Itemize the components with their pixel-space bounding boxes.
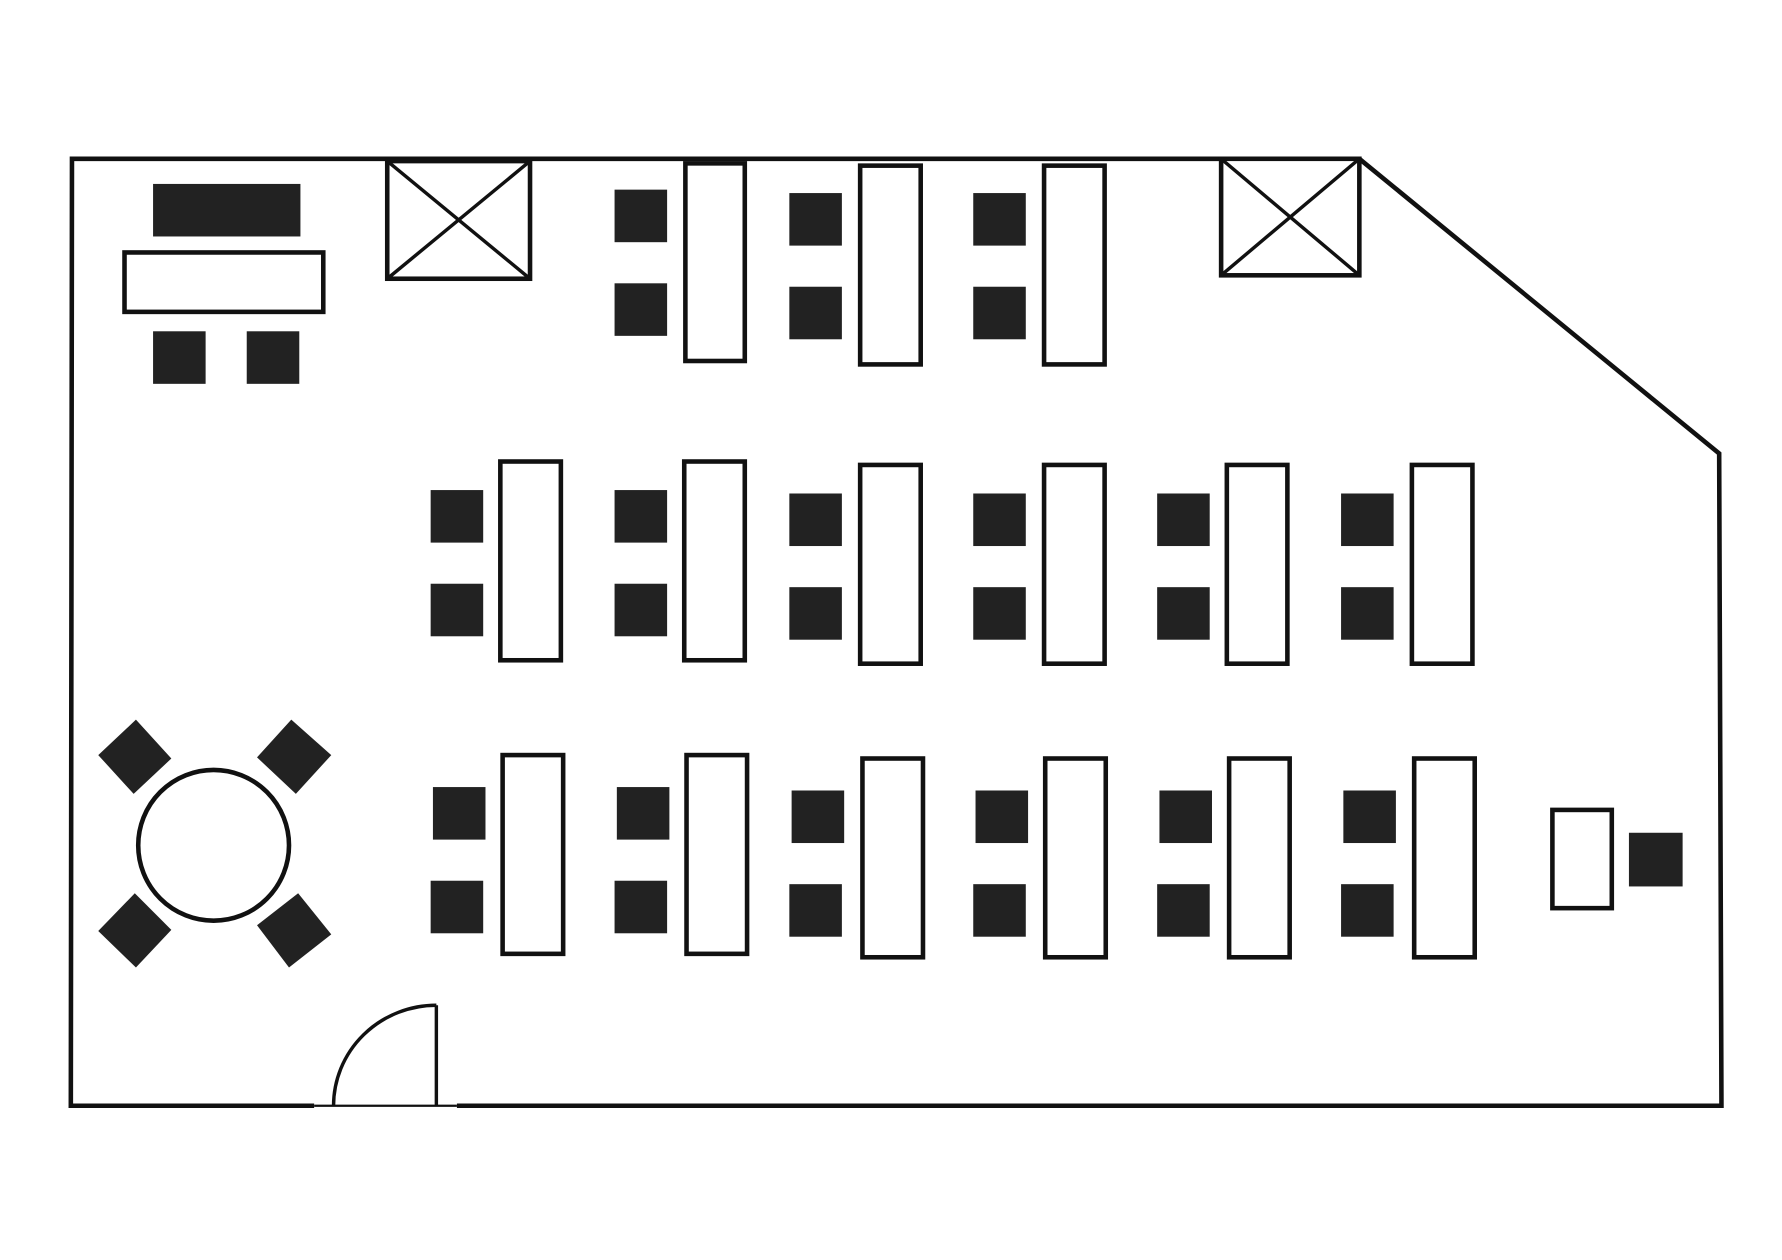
door	[314, 1003, 457, 1109]
desk	[498, 459, 564, 663]
chair	[1157, 884, 1210, 937]
chair	[614, 583, 668, 637]
desk	[1041, 462, 1107, 666]
chair	[616, 787, 670, 840]
teacher-desk	[122, 250, 326, 315]
desk	[860, 756, 926, 960]
chair	[1157, 493, 1210, 547]
chair	[789, 587, 842, 640]
chair	[791, 790, 845, 844]
chair	[789, 193, 842, 246]
desk	[857, 462, 923, 666]
chair	[1628, 832, 1683, 887]
chair	[975, 790, 1029, 844]
chair	[973, 587, 1026, 640]
desk	[1226, 756, 1292, 960]
desk	[1042, 756, 1109, 960]
chair	[1341, 587, 1394, 640]
chair	[1341, 884, 1394, 937]
chair	[789, 286, 842, 340]
chair	[1159, 790, 1212, 844]
desk	[500, 752, 566, 957]
chair	[973, 493, 1026, 547]
crossed-box	[384, 158, 533, 282]
chair	[614, 880, 668, 934]
round-table	[135, 767, 292, 924]
chair	[430, 490, 484, 543]
chair	[789, 884, 842, 937]
chair	[432, 787, 486, 840]
desk	[1411, 756, 1478, 960]
desk	[684, 752, 750, 957]
cabinet	[153, 183, 301, 237]
chair	[614, 490, 668, 543]
chair	[1343, 790, 1396, 844]
chair	[98, 719, 172, 794]
chair	[789, 493, 842, 547]
chair	[973, 884, 1026, 937]
chair	[98, 893, 172, 968]
chair	[973, 286, 1026, 340]
chair	[614, 189, 668, 243]
chair	[430, 583, 484, 637]
chair	[1341, 493, 1394, 547]
desk	[1041, 163, 1107, 367]
desk	[1409, 462, 1475, 666]
desk	[857, 163, 923, 367]
small-desk	[1550, 807, 1615, 911]
chair	[614, 283, 668, 336]
chair	[257, 893, 332, 968]
chair	[430, 880, 484, 934]
chair	[246, 331, 300, 384]
chair	[973, 193, 1026, 246]
chair	[153, 331, 206, 384]
chair	[257, 719, 332, 794]
door-swing-arc	[331, 1003, 437, 1106]
chair	[1157, 587, 1210, 640]
desk	[1224, 462, 1290, 666]
crossed-box	[1218, 156, 1362, 278]
desk	[681, 459, 748, 663]
desk	[683, 161, 748, 364]
room-wall	[68, 156, 1724, 1109]
